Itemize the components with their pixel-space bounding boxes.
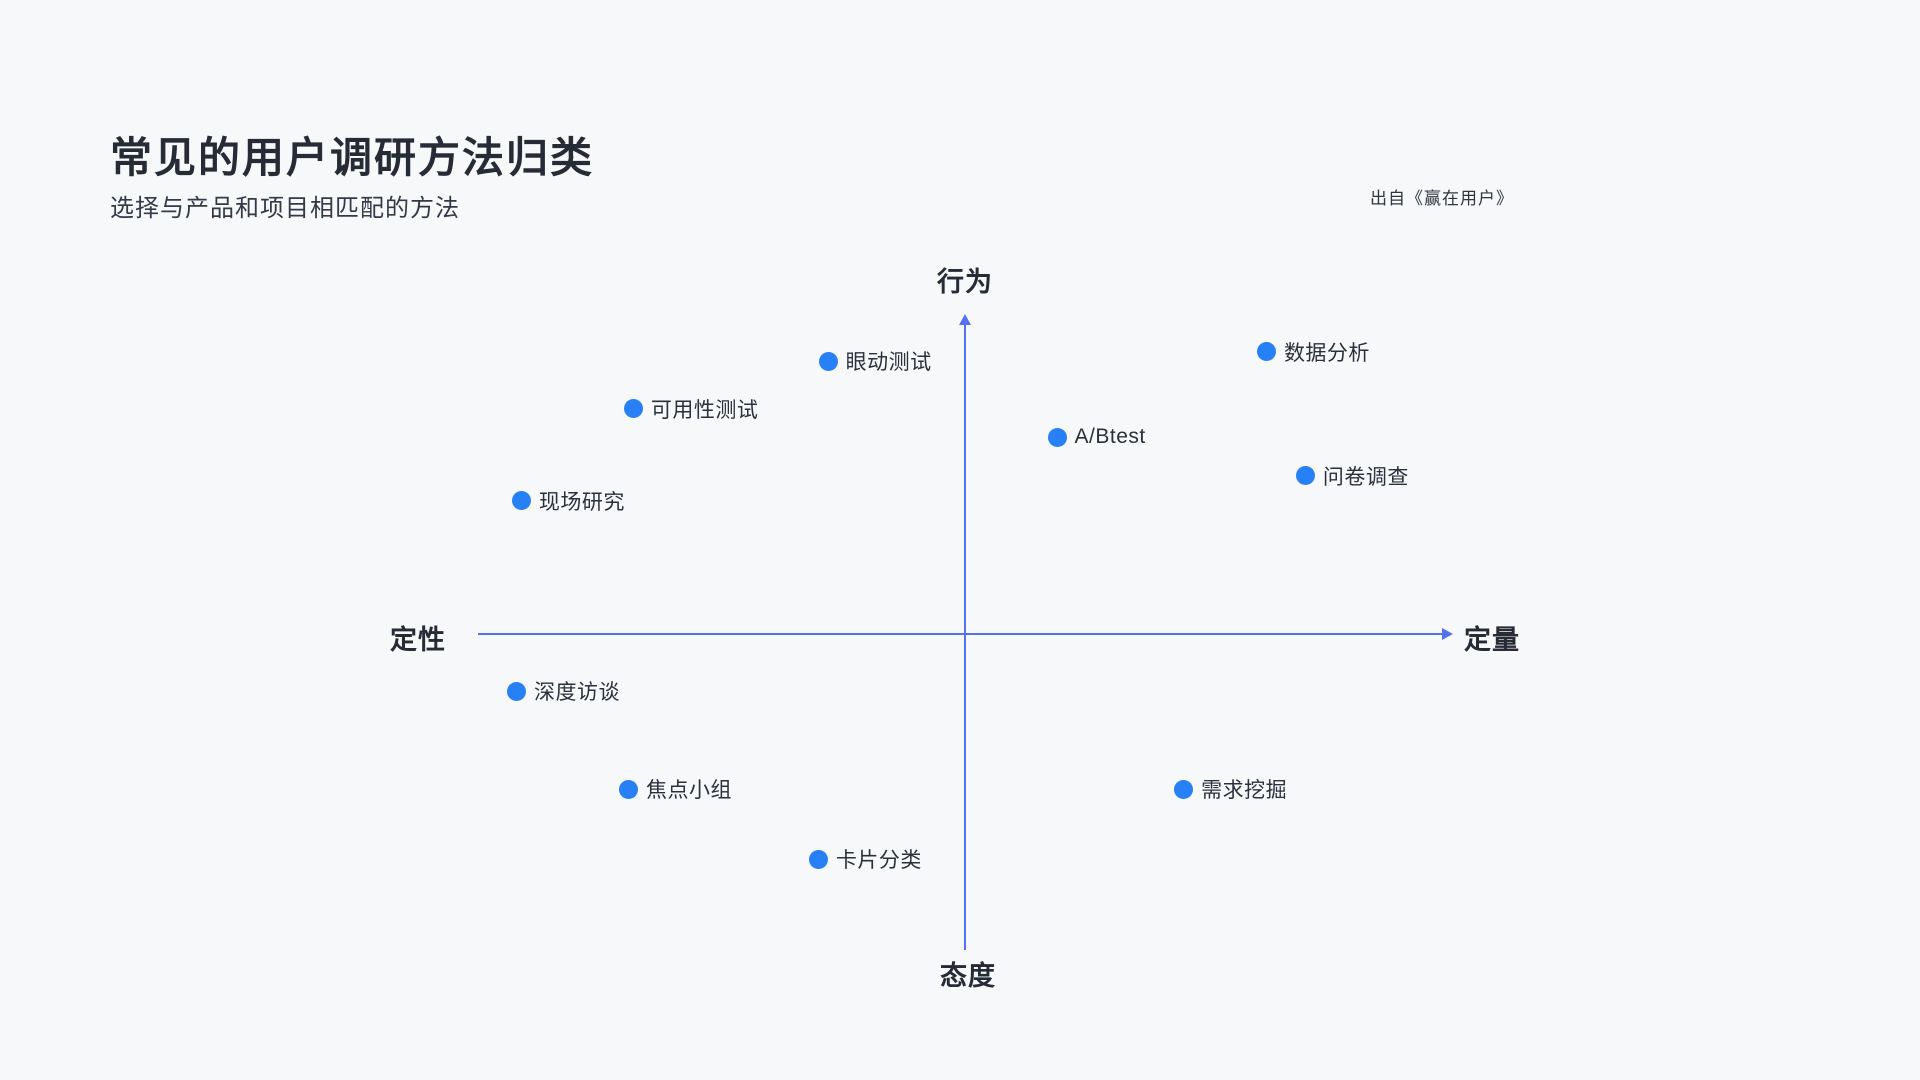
point-dot-icon bbox=[511, 491, 531, 511]
point-label: 深度访谈 bbox=[533, 681, 620, 705]
x-axis-negative-label: 定性 bbox=[390, 625, 446, 655]
point-dot-icon bbox=[1174, 779, 1194, 799]
point-dot-icon bbox=[623, 399, 643, 419]
x-axis-line bbox=[478, 633, 1447, 635]
point-label: 需求挖掘 bbox=[1201, 779, 1288, 803]
data-point: 卡片分类 bbox=[808, 844, 922, 874]
page-subtitle: 选择与产品和项目相匹配的方法 bbox=[110, 195, 460, 222]
data-point: 数据分析 bbox=[1256, 337, 1370, 367]
data-point: 深度访谈 bbox=[506, 676, 620, 706]
point-dot-icon bbox=[506, 681, 526, 701]
point-label: 可用性测试 bbox=[650, 398, 759, 422]
point-label: A/Btest bbox=[1074, 425, 1146, 449]
x-axis-positive-label: 定量 bbox=[1464, 625, 1520, 655]
data-point: 焦点小组 bbox=[618, 774, 732, 804]
y-axis-negative-label: 态度 bbox=[940, 961, 996, 991]
data-point: 问卷调查 bbox=[1295, 461, 1409, 491]
point-dot-icon bbox=[818, 351, 838, 371]
point-dot-icon bbox=[618, 779, 638, 799]
data-point: A/Btest bbox=[1047, 425, 1146, 449]
arrow-up-icon bbox=[959, 314, 971, 325]
point-dot-icon bbox=[1047, 427, 1067, 447]
data-point: 需求挖掘 bbox=[1174, 774, 1287, 804]
point-label: 卡片分类 bbox=[835, 849, 922, 873]
y-axis-line bbox=[964, 322, 966, 950]
point-dot-icon bbox=[1295, 466, 1315, 485]
point-label: 眼动测试 bbox=[845, 351, 932, 375]
y-axis-positive-label: 行为 bbox=[937, 267, 993, 297]
point-label: 问卷调查 bbox=[1322, 465, 1409, 489]
point-label: 焦点小组 bbox=[645, 779, 732, 803]
data-point: 现场研究 bbox=[511, 486, 625, 516]
page-title: 常见的用户调研方法归类 bbox=[110, 134, 595, 182]
point-dot-icon bbox=[808, 849, 828, 869]
data-point: 眼动测试 bbox=[818, 346, 932, 376]
arrow-right-icon bbox=[1442, 628, 1453, 640]
data-point: 可用性测试 bbox=[623, 394, 759, 424]
source-citation: 出自《赢在用户》 bbox=[1370, 189, 1514, 208]
point-label: 现场研究 bbox=[538, 490, 625, 514]
point-dot-icon bbox=[1256, 342, 1276, 362]
point-label: 数据分析 bbox=[1283, 341, 1370, 365]
